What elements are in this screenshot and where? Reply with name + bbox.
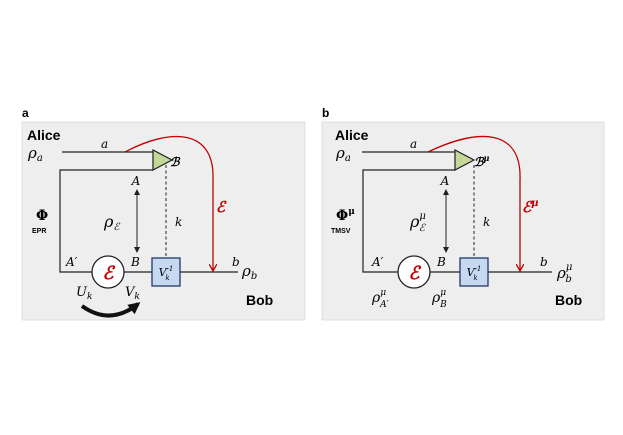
panel-a-wire-a-label: a <box>101 137 108 151</box>
panel-b-measurement-triangle <box>454 149 476 171</box>
panel-b-channel-circle <box>397 255 431 289</box>
panel-b-resource-sub: TMSV <box>331 228 351 235</box>
panel-b-resource-symbol: Φμ <box>336 207 355 224</box>
panel-b-correction-box <box>459 257 489 287</box>
panel-b-channel-arrow <box>427 135 520 270</box>
panel-a-rho-b: ρb <box>241 262 257 282</box>
panel-b-alice-label: Alice <box>335 127 369 143</box>
panel-a-alice-label: Alice <box>27 127 61 143</box>
panel-a-curved-arrow <box>80 302 141 318</box>
panel-a-wire-b-label: b <box>232 255 240 269</box>
panel-b-measurement-label: ℬμ <box>474 153 489 169</box>
panel-b-channel-red-label: ℰμ <box>522 198 538 216</box>
panel-a-rho-a: ρa <box>27 144 43 164</box>
panel-a-correction-box <box>151 257 181 287</box>
panel-a-channel-symbol: ℰ <box>103 263 116 284</box>
panel-a-measurement-label: ℬ <box>170 155 181 169</box>
panel-a-measurement-triangle <box>152 149 174 171</box>
panel-a-wire-epr <box>59 169 153 273</box>
panel-a-node-Aprime: A′ <box>65 255 78 269</box>
panel-a-U-k: Uk <box>76 285 92 302</box>
panel-b-node-k: k <box>483 215 490 229</box>
panel-a-channel-red-label: ℰ <box>216 198 227 216</box>
panel-a-node-k: k <box>175 215 182 229</box>
panel-a-node-B: B <box>130 255 140 269</box>
panel-a-rho-eps: ρℰ <box>103 212 120 233</box>
panel-b-wire-a-label: a <box>410 137 417 151</box>
panel-a-node-A: A <box>131 174 141 188</box>
panel-b-wire-b-label: b <box>540 255 548 269</box>
panel-b-wire-tmsv <box>362 169 455 273</box>
panel-a-channel-arrow <box>124 135 213 270</box>
panel-a-label: a <box>22 106 29 120</box>
panel-a-V-k: Vk <box>125 285 140 302</box>
panel-b-rho-a: ρa <box>335 144 351 164</box>
panel-a-channel-circle <box>91 255 125 289</box>
panel-a-bob-label: Bob <box>246 292 273 308</box>
panel-b-node-A: A <box>440 174 450 188</box>
panel-b-label: b <box>322 106 329 120</box>
panel-a-resource-symbol: Φ <box>36 208 48 224</box>
panel-a-resource-sub: EPR <box>32 228 46 235</box>
panel-b-node-Aprime: A′ <box>371 255 384 269</box>
panel-b-bob-label: Bob <box>555 292 582 308</box>
panel-b-node-B: B <box>436 255 446 269</box>
panel-b-channel-symbol: ℰ <box>409 263 422 284</box>
